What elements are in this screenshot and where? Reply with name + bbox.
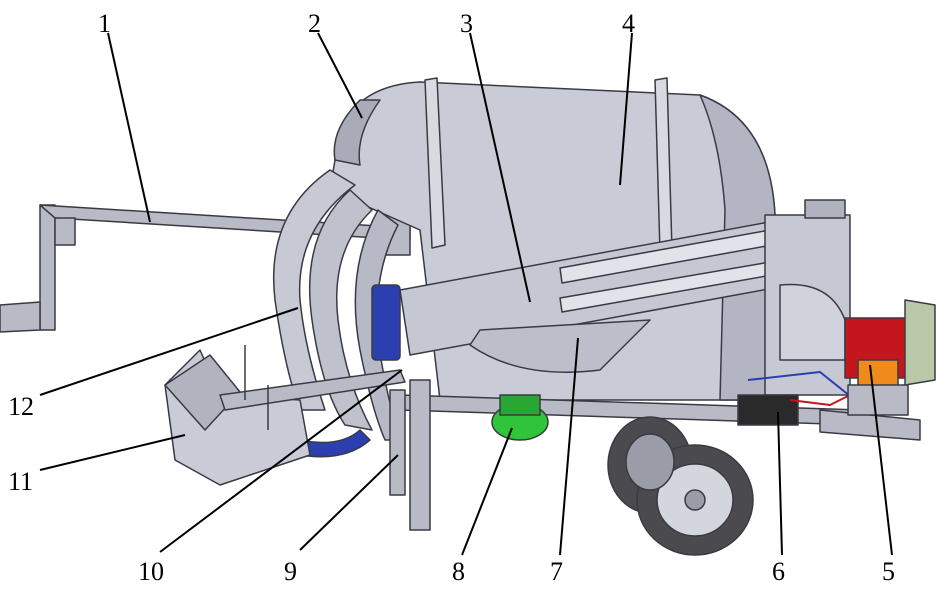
leader-3 xyxy=(469,32,531,303)
leader-6 xyxy=(777,411,783,556)
leader-5 xyxy=(869,364,893,556)
leader-9 xyxy=(299,454,399,551)
hydraulic-cylinder xyxy=(299,284,401,458)
callout-11: 11 xyxy=(8,467,33,496)
callout-10: 10 xyxy=(138,557,164,586)
battery-box xyxy=(737,371,856,426)
leader-2 xyxy=(317,32,363,119)
callout-7: 7 xyxy=(550,557,563,586)
callout-12: 12 xyxy=(8,392,34,421)
callout-4: 4 xyxy=(622,9,635,38)
leader-lines xyxy=(39,32,893,556)
callout-1: 1 xyxy=(98,9,111,38)
fan-housing xyxy=(764,199,851,396)
callout-labels: 1 2 3 4 5 6 7 8 9 10 11 12 xyxy=(8,9,895,586)
leader-4 xyxy=(619,32,633,186)
callout-2: 2 xyxy=(308,9,321,38)
leader-8 xyxy=(461,427,513,556)
leader-12 xyxy=(39,307,299,396)
leader-10 xyxy=(159,369,403,553)
cutter-head xyxy=(164,345,406,486)
hopper xyxy=(469,319,651,373)
engine xyxy=(844,299,936,416)
intake-ducts xyxy=(272,169,401,441)
pump xyxy=(491,394,549,441)
machine-drawing xyxy=(0,77,936,556)
feed-conveyor xyxy=(399,219,791,356)
callout-9: 9 xyxy=(284,557,297,586)
wheels xyxy=(607,416,754,556)
leader-7 xyxy=(559,337,579,556)
callout-6: 6 xyxy=(772,557,785,586)
callout-5: 5 xyxy=(882,557,895,586)
leader-11 xyxy=(39,434,186,471)
leader-1 xyxy=(107,32,151,223)
callout-8: 8 xyxy=(452,557,465,586)
callout-3: 3 xyxy=(460,9,473,38)
